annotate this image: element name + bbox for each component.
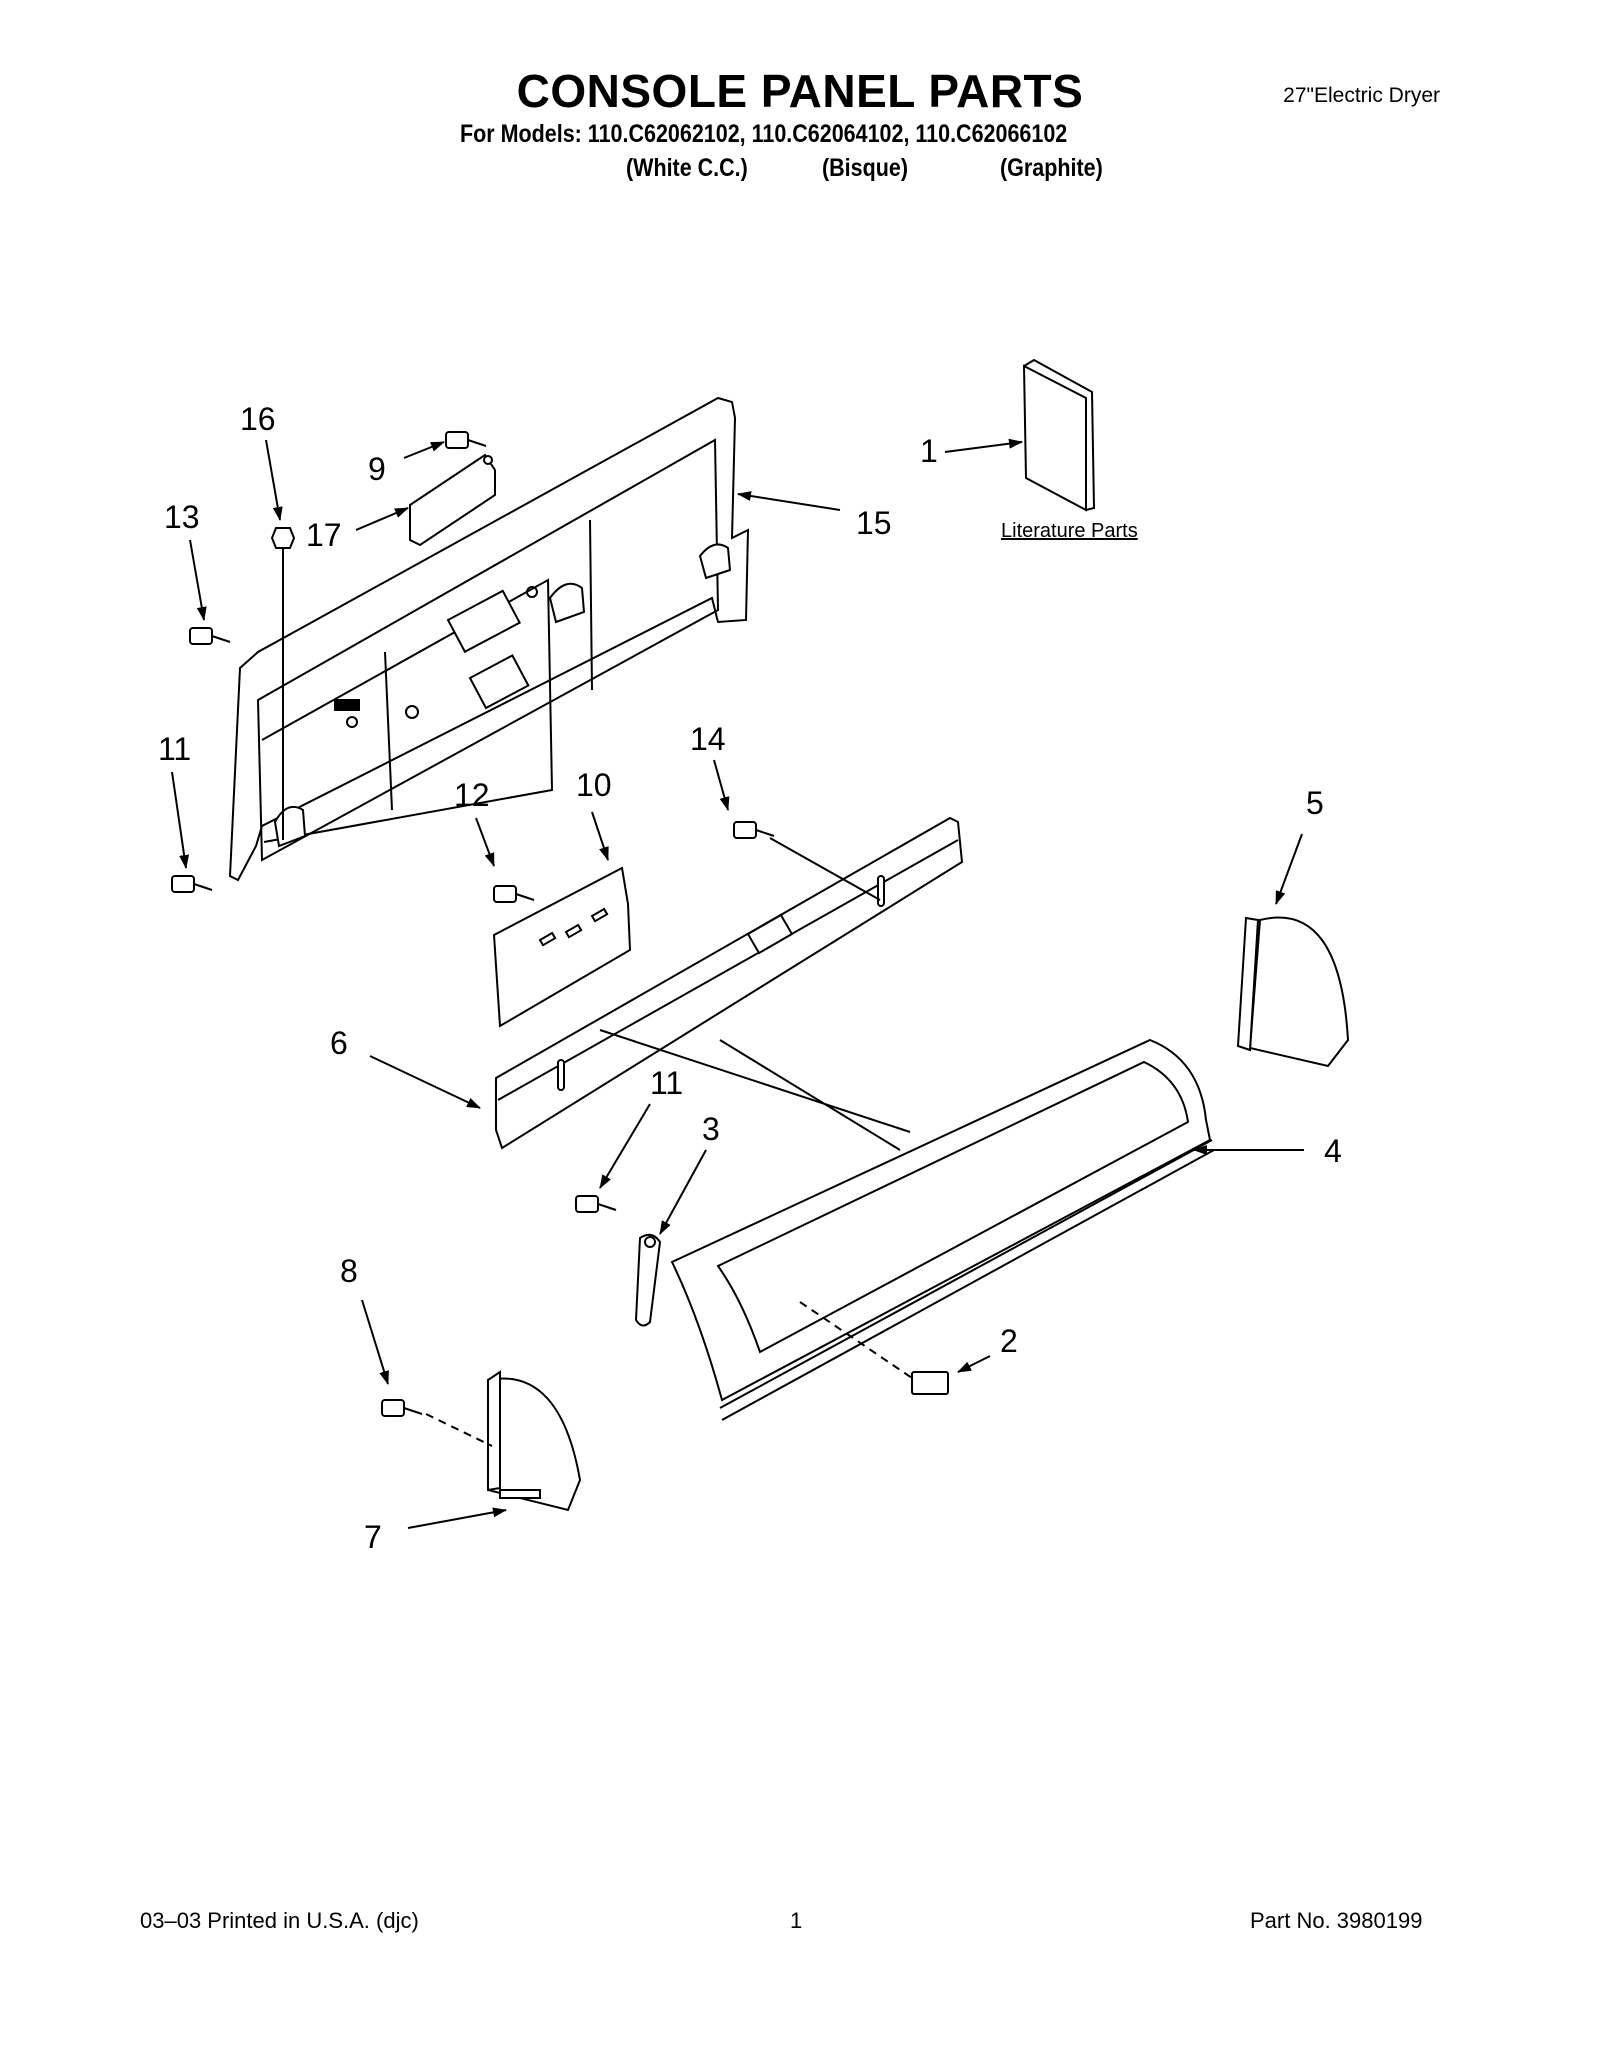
leader-11-upper [171,771,190,869]
callout-3: 3 [702,1111,720,1147]
callout-1: 1 [920,433,938,469]
leader-5 [1275,833,1303,905]
callout-2: 2 [1000,1323,1018,1359]
leader-7 [407,1507,507,1529]
leader-11-lower [599,1103,651,1189]
callout-4: 4 [1324,1133,1342,1169]
screw-14 [733,821,775,839]
callout-15: 15 [856,505,892,541]
product-type: 27"Electric Dryer [1283,84,1440,107]
leader-12 [475,817,495,867]
screw-8 [381,1399,423,1417]
right-end-cap [1236,916,1350,1068]
leader-8 [361,1299,389,1385]
callout-7: 7 [364,1519,382,1555]
leader-16 [265,439,283,521]
callout-10: 10 [576,767,612,803]
part-number: Part No. 3980199 [1250,1908,1423,1933]
rear-console-panel [228,396,750,882]
callout-12: 12 [454,777,490,813]
callout-14: 14 [690,721,726,757]
leader-15 [737,491,841,511]
front-console [599,1029,1215,1421]
small-bracket [409,453,496,547]
leader-9 [403,441,445,459]
callout-6: 6 [330,1025,348,1061]
control-board [492,866,632,1028]
leader-2 [957,1355,991,1373]
mounting-bracket [495,816,964,1150]
leader-10 [591,811,609,861]
callout-5: 5 [1306,785,1324,821]
screw-12 [493,885,535,903]
screw-16 [270,527,296,840]
badge-2 [911,1371,949,1395]
callout-9: 9 [368,451,386,487]
models-line: For Models: 110.C62062102, 110.C62064102… [460,120,1068,148]
color-white: (White C.C.) [626,154,748,182]
leader-17 [355,507,409,531]
leader-3 [659,1149,707,1235]
page-number: 1 [790,1908,803,1933]
leader-1 [944,438,1023,453]
callout-13: 13 [164,499,200,535]
dashed-leader-2 [799,1301,913,1379]
literature-booklet [1022,358,1096,512]
page-title: CONSOLE PANEL PARTS [516,65,1084,117]
callout-8: 8 [340,1253,358,1289]
literature-parts-label: Literature Parts [1001,520,1138,542]
callout-11-upper: 11 [158,731,191,767]
callout-16: 16 [240,401,276,437]
screw-11-upper [171,875,213,893]
hinge-bracket [634,1233,662,1327]
screw-9 [445,431,487,449]
left-end-cap [487,1370,582,1512]
print-info: 03–03 Printed in U.S.A. (djc) [140,1908,419,1933]
leader-14 [713,759,730,811]
leader-13 [189,539,207,621]
color-bisque: (Bisque) [822,154,908,182]
color-graphite: (Graphite) [1000,154,1103,182]
screw-11-lower [575,1195,617,1213]
callout-17: 17 [306,517,342,553]
callout-11-lower: 11 [650,1065,683,1101]
screw-13 [189,627,231,645]
leader-6 [369,1055,481,1109]
dashed-leader-8 [425,1413,493,1447]
